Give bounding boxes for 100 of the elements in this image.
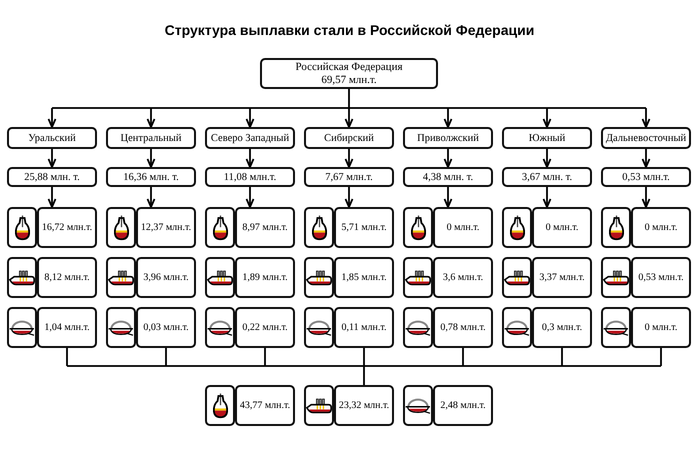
image-frame xyxy=(304,257,334,298)
value-box xyxy=(334,307,394,348)
value-box xyxy=(631,207,691,248)
arrow xyxy=(444,108,452,128)
arrow xyxy=(246,187,254,208)
image-frame xyxy=(106,257,136,298)
tonnage-value: 0 млн.т. xyxy=(546,222,578,234)
tonnage-value: 0,03 млн.т. xyxy=(143,322,189,334)
tonnage-value: 0,53 млн.т. xyxy=(622,170,670,184)
value-box xyxy=(532,257,592,298)
tonnage-value: 4,38 млн. т. xyxy=(422,170,474,184)
tonnage-value: 0,3 млн.т. xyxy=(542,322,582,334)
tonnage-value: 16,72 млн.т. xyxy=(42,222,92,234)
value-box xyxy=(235,257,295,298)
region-box xyxy=(601,127,691,149)
tonnage-value: 23,32 млн.т. xyxy=(338,400,390,412)
image-frame xyxy=(403,385,433,426)
total-box xyxy=(205,167,295,187)
value-box xyxy=(235,207,295,248)
connector-line xyxy=(66,365,662,386)
value-box xyxy=(433,385,493,426)
image-frame xyxy=(601,207,631,248)
region-box xyxy=(106,127,196,149)
region-name: Северо Западный xyxy=(210,132,290,144)
tonnage-value: 2,48 млн.т. xyxy=(440,400,486,412)
diagram-title: Структура выплавки стали в Российской Федерации xyxy=(164,21,534,39)
region-box xyxy=(7,127,97,149)
value-box xyxy=(136,307,196,348)
tonnage-value: 69,57 млн.т. xyxy=(321,74,377,86)
country-name: Российская Федерация xyxy=(295,60,403,74)
region-name: Приволжский xyxy=(417,132,479,144)
arrow xyxy=(146,149,156,168)
tonnage-value: 0 млн.т. xyxy=(446,222,480,234)
image-frame xyxy=(304,307,334,348)
connector-line xyxy=(363,348,365,366)
tonnage-value: 0 млн.т. xyxy=(644,222,678,234)
connector-line xyxy=(462,348,464,366)
tonnage-value: 0,53 млн.т. xyxy=(638,272,684,284)
image-frame xyxy=(403,257,433,298)
region-name: Уральский xyxy=(28,132,76,144)
image-frame xyxy=(601,257,631,298)
tonnage-value: 3,6 млн.т. xyxy=(442,272,484,284)
value-box xyxy=(334,207,394,248)
arrow xyxy=(246,108,254,128)
value-box xyxy=(235,307,295,348)
arrow xyxy=(444,149,452,168)
arrow xyxy=(146,187,156,208)
arrow xyxy=(444,187,452,208)
image-frame xyxy=(7,207,37,248)
region-name: Сибирский xyxy=(324,132,374,144)
arrow xyxy=(48,108,56,128)
value-box xyxy=(532,207,592,248)
arrow xyxy=(48,149,56,168)
total-box xyxy=(106,167,196,187)
arrow xyxy=(642,108,650,128)
value-box xyxy=(631,307,691,348)
region-box xyxy=(502,127,592,149)
arrow xyxy=(48,187,56,208)
value-box xyxy=(631,257,691,298)
region-box xyxy=(403,127,493,149)
region-name: Дальневосточный xyxy=(606,132,686,144)
tonnage-value: 1,85 млн.т. xyxy=(341,272,387,284)
tonnage-value: 7,67 млн.т. xyxy=(325,170,373,184)
tonnage-value: 12,37 млн.т. xyxy=(140,222,192,234)
connector-line xyxy=(165,348,167,366)
tonnage-value: 1,04 млн.т. xyxy=(44,322,90,334)
value-box xyxy=(334,257,394,298)
total-box xyxy=(502,167,592,187)
connector-line xyxy=(660,348,662,366)
value-box xyxy=(334,385,394,426)
value-box xyxy=(136,207,196,248)
tonnage-value: 3,37 млн.т. xyxy=(539,272,585,284)
image-frame xyxy=(502,257,532,298)
image-frame xyxy=(601,307,631,348)
tonnage-value: 3,96 млн.т. xyxy=(143,272,189,284)
image-frame xyxy=(7,257,37,298)
tonnage-value: 8,97 млн.т. xyxy=(242,222,288,234)
tonnage-value: 16,36 млн. т. xyxy=(123,170,179,184)
tonnage-value: 0,22 млн.т. xyxy=(242,322,288,334)
arrow xyxy=(344,149,354,168)
image-frame xyxy=(205,207,235,248)
arrow xyxy=(344,108,354,128)
connector-line xyxy=(561,348,563,366)
arrow xyxy=(542,108,552,128)
value-box xyxy=(136,257,196,298)
value-box xyxy=(37,207,97,248)
image-frame xyxy=(7,307,37,348)
connector-line xyxy=(66,348,68,366)
tonnage-value: 43,77 млн.т. xyxy=(240,400,290,412)
tonnage-value: 0,78 млн.т. xyxy=(440,322,486,334)
image-frame xyxy=(304,207,334,248)
value-box xyxy=(37,307,97,348)
total-box xyxy=(403,167,493,187)
image-frame xyxy=(205,257,235,298)
region-name: Южный xyxy=(528,132,566,144)
image-frame xyxy=(502,207,532,248)
arrow xyxy=(642,187,650,208)
image-frame xyxy=(304,385,334,426)
region-name: Центральный xyxy=(120,132,182,144)
image-frame xyxy=(106,307,136,348)
